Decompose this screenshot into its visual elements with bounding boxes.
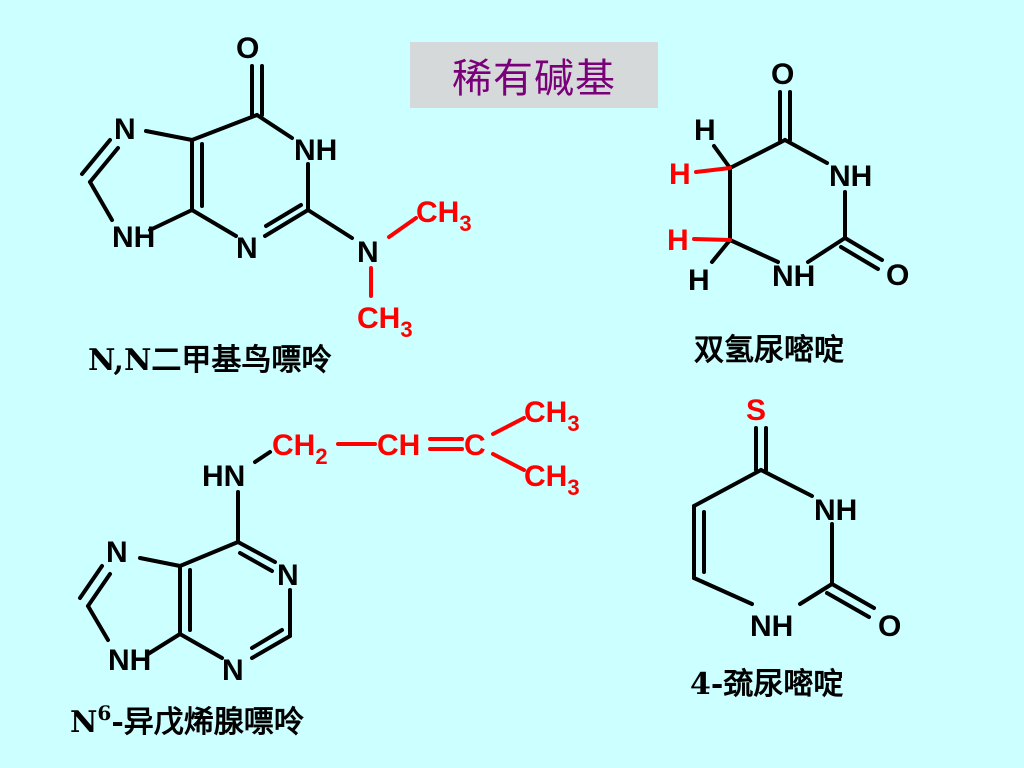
adenine-bonds xyxy=(78,450,292,660)
isopentenyladenine-structure: HN CH2 CH C CH3 CH3 N N NH N N6-异戊烯腺嘌呤 xyxy=(70,396,580,740)
molecule-name: N,N二甲基鸟嘌呤 xyxy=(88,343,332,378)
thiouracil-structure: S NH NH O 4-巯尿嘧啶 xyxy=(690,394,901,702)
atom-label: NH xyxy=(108,644,151,677)
atom-label: NH xyxy=(772,260,815,293)
atom-label: NH xyxy=(294,134,337,167)
atom-label: NH xyxy=(829,160,872,193)
methyl-label: CH3 xyxy=(357,302,413,342)
dihydrouracil-bonds xyxy=(710,90,884,271)
isopentenyl-bonds xyxy=(336,416,526,472)
isopentenyl-label: CH2 xyxy=(272,429,328,469)
molecule-name: 4-巯尿嘧啶 xyxy=(690,667,843,702)
atom-label: N xyxy=(236,232,258,265)
atom-label: H xyxy=(694,114,716,147)
molecule-name: N6-异戊烯腺嘌呤 xyxy=(70,701,305,740)
slide-title: 稀有碱基 xyxy=(452,56,616,102)
atom-label: HN xyxy=(202,460,245,493)
isopentenyl-label: CH xyxy=(377,429,420,462)
atom-label: O xyxy=(886,259,909,292)
methyl-label: CH3 xyxy=(524,396,580,436)
title-box: 稀有碱基 xyxy=(410,42,658,108)
methyl-label: CH3 xyxy=(416,196,472,236)
atom-label: NH xyxy=(750,610,793,643)
atom-label: O xyxy=(878,610,901,643)
thiouracil-bonds xyxy=(692,426,876,619)
atom-label: N xyxy=(114,113,136,146)
isopentenyl-label: C xyxy=(464,429,486,462)
dihydrouracil-structure: O NH NH O H H H H 双氢尿嘧啶 xyxy=(667,58,909,368)
atom-label: NH xyxy=(112,221,155,254)
atom-label: N xyxy=(357,236,379,269)
dimethylguanine-methyl-bonds xyxy=(369,216,418,298)
added-hydrogen-label: H xyxy=(667,224,689,257)
methyl-label: CH3 xyxy=(524,460,580,500)
molecule-name: 双氢尿嘧啶 xyxy=(694,333,844,368)
atom-label: NH xyxy=(814,494,857,527)
dimethylguanine-bonds xyxy=(80,64,354,240)
atom-label: N xyxy=(277,559,299,592)
added-hydrogen-label: H xyxy=(669,158,691,191)
atom-label: O xyxy=(236,32,259,65)
atom-label: N xyxy=(222,654,244,687)
dimethylguanine-structure: O N NH NH N N CH3 CH3 N,N二甲基鸟嘌呤 xyxy=(80,32,472,378)
atom-label: H xyxy=(688,264,710,297)
atom-label: O xyxy=(771,58,794,91)
dihydrouracil-added-h-bonds xyxy=(692,166,732,242)
sulfur-label: S xyxy=(746,394,766,427)
atom-label: N xyxy=(106,536,128,569)
